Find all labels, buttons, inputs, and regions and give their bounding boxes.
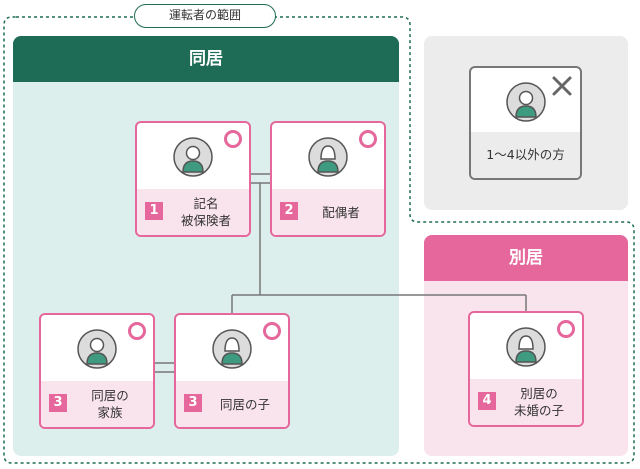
card-unmarried-child: 4 別居の未婚の子 (468, 311, 584, 427)
male-avatar-icon (77, 329, 117, 369)
card-child-label-area: 3 同居の子 (176, 381, 288, 427)
card-insured-label-area: 1 記名被保険者 (137, 189, 249, 235)
card-insured: 1 記名被保険者 (135, 121, 251, 237)
circle-icon (224, 130, 242, 148)
female-avatar-icon (308, 137, 348, 177)
card-family-label-area: 3 同居の家族 (41, 381, 153, 427)
male-avatar-icon (173, 137, 213, 177)
number-badge: 3 (184, 394, 202, 412)
card-child-label: 同居の子 (219, 396, 270, 412)
female-avatar-icon (506, 327, 546, 367)
card-spouse-label-area: 2 配偶者 (272, 189, 384, 235)
circle-icon (359, 130, 377, 148)
circle-icon (263, 322, 281, 340)
male-avatar-icon (506, 82, 546, 122)
card-other-label: 1～4以外の方 (471, 132, 580, 178)
card-family: 3 同居の家族 (39, 313, 155, 429)
number-badge: 2 (280, 202, 298, 220)
card-spouse: 2 配偶者 (270, 121, 386, 237)
card-child: 3 同居の子 (174, 313, 290, 429)
female-avatar-icon (212, 329, 252, 369)
circle-icon (128, 322, 146, 340)
number-badge: 4 (478, 392, 496, 410)
card-family-label: 同居の家族 (91, 388, 129, 420)
card-insured-label: 記名被保険者 (180, 196, 231, 228)
card-spouse-label: 配偶者 (322, 204, 360, 220)
cohabiting-title: 同居 (13, 36, 399, 82)
circle-icon (557, 320, 575, 338)
number-badge: 1 (145, 202, 163, 220)
separate-title: 別居 (424, 235, 628, 281)
number-badge: 3 (49, 394, 67, 412)
driver-scope-label: 運転者の範囲 (134, 4, 276, 28)
card-unmarried-child-label: 別居の未婚の子 (513, 386, 564, 418)
cross-icon (552, 76, 572, 96)
card-other: 1～4以外の方 (469, 66, 582, 180)
card-unmarried-child-label-area: 4 別居の未婚の子 (470, 379, 582, 425)
